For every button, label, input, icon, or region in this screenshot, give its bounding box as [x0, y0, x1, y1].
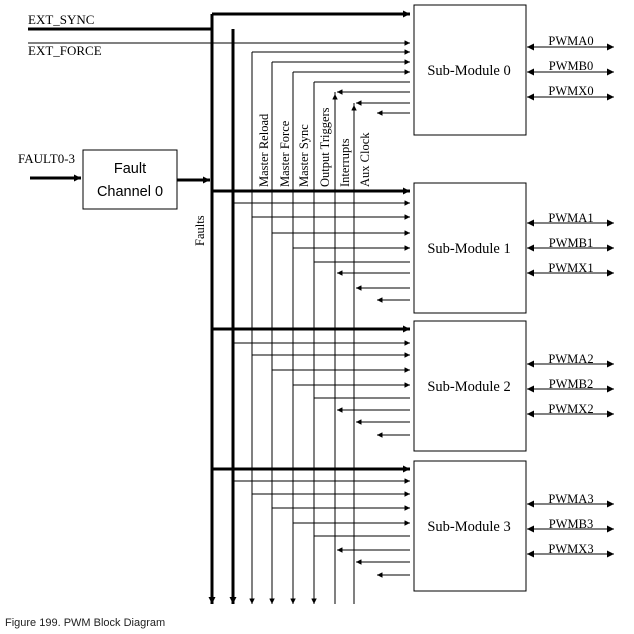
submodule-3-label: Sub-Module 3: [427, 519, 510, 535]
submodule-0-label: Sub-Module 0: [427, 63, 510, 79]
submodule-2: Sub-Module 2 PWMA2 PWMB2 PWMX2: [413, 320, 594, 452]
ext-sync-label: EXT_SYNC: [28, 12, 94, 27]
figure-caption: Figure 199. PWM Block Diagram: [5, 617, 166, 629]
ext-force-label: EXT_FORCE: [28, 43, 102, 58]
submodule-1-label: Sub-Module 1: [427, 241, 510, 257]
submodule-2-pwmb-label: PWMB2: [549, 377, 593, 391]
faults-bus-label: Faults: [193, 215, 207, 246]
submodule-1-pwma-label: PWMA1: [548, 211, 593, 225]
submodule-3: Sub-Module 3 PWMA3 PWMB3 PWMX3: [413, 460, 594, 592]
submodule-0: Sub-Module 0 PWMA0 PWMB0 PWMX0: [413, 4, 594, 136]
submodule-3-pwma-label: PWMA3: [548, 492, 593, 506]
bus-label-master-force: Master Force: [278, 120, 292, 187]
submodule-3-pwmx-label: PWMX3: [548, 542, 593, 556]
bus-label-master-reload: Master Reload: [257, 113, 271, 187]
submodule-1-pwmx-label: PWMX1: [548, 261, 593, 275]
fault-block-line2: Channel 0: [97, 184, 163, 200]
fault-block-line1: Fault: [114, 161, 146, 177]
submodule-2-pwmx-label: PWMX2: [548, 402, 593, 416]
submodule-1: Sub-Module 1 PWMA1 PWMB1 PWMX1: [413, 182, 594, 314]
submodule-2-pwma-label: PWMA2: [548, 352, 593, 366]
submodule-0-pwma-label: PWMA0: [548, 34, 593, 48]
fault-channel-block: Fault Channel 0: [82, 149, 178, 210]
submodule-1-pwmb-label: PWMB1: [549, 236, 593, 250]
submodule-3-pwmb-label: PWMB3: [549, 517, 593, 531]
fault-input-label: FAULT0-3: [18, 151, 75, 166]
submodule-2-label: Sub-Module 2: [427, 379, 510, 395]
bus-label-interrupts: Interrupts: [338, 138, 352, 187]
wiring: [28, 10, 614, 604]
bus-label-aux-clock: Aux Clock: [358, 132, 372, 187]
bus-label-master-sync: Master Sync: [297, 124, 311, 187]
bus-label-output-triggers: Output Triggers: [318, 107, 332, 187]
submodule-0-pwmx-label: PWMX0: [548, 84, 593, 98]
submodule-0-pwmb-label: PWMB0: [549, 59, 593, 73]
